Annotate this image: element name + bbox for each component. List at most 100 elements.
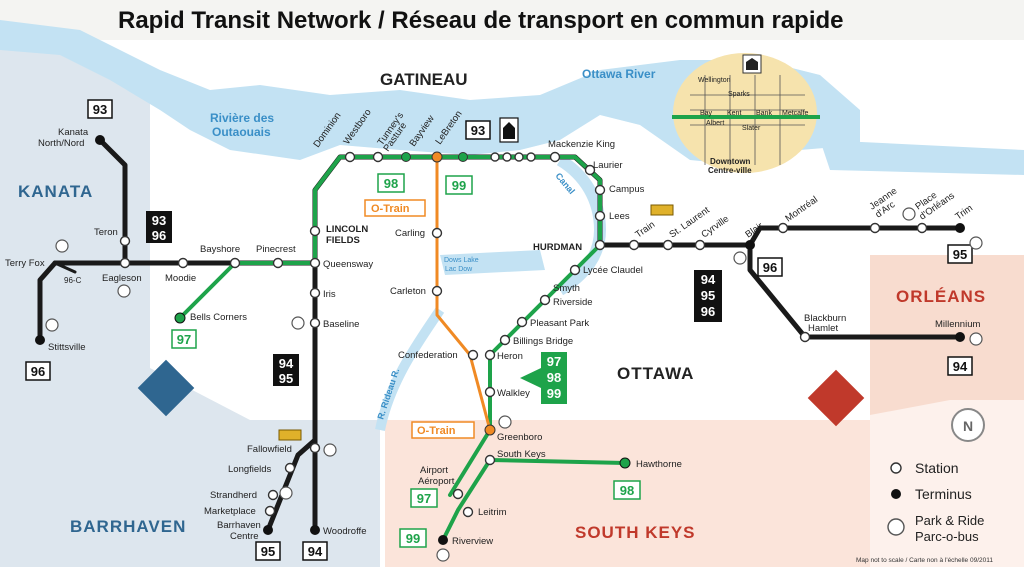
station-mackenzie-king[interactable] (549, 151, 561, 163)
terminus-riverview[interactable] (438, 535, 448, 545)
station-confederation[interactable] (467, 349, 479, 361)
station-leitrim[interactable] (462, 506, 474, 518)
terminus-blair[interactable] (745, 240, 755, 250)
park-ride-icon (45, 318, 59, 332)
label-billings: Billings Bridge (513, 336, 573, 347)
station-hurdman[interactable] (594, 239, 606, 251)
dows-label-1: Dows Lake (444, 257, 479, 264)
station-downtown-4[interactable] (526, 152, 536, 162)
badge-96-blair (757, 257, 783, 277)
station-queensway[interactable] (309, 257, 321, 269)
station-heron[interactable] (484, 349, 496, 361)
legend-station-label: Station (915, 460, 959, 476)
badge-93-kanata-text: 93 (93, 102, 107, 117)
terminus-stittsville[interactable] (35, 335, 45, 345)
terminus-millennium[interactable] (955, 332, 965, 342)
label-mackenzie-king: Mackenzie King (548, 139, 615, 150)
label-riverside: Riverside (553, 297, 593, 308)
station-billings-bridge[interactable] (499, 334, 511, 346)
north-arrow-icon (951, 408, 985, 442)
station-downtown-2[interactable] (502, 152, 512, 162)
badge-95-barrhaven-text: 95 (261, 544, 275, 559)
station-train[interactable] (628, 239, 640, 251)
label-carleton: Carleton (390, 286, 426, 297)
river-east (820, 140, 1024, 175)
badge-97-airport-text: 97 (417, 491, 431, 506)
station-bayview[interactable] (431, 151, 443, 163)
riviere-label-2: Outaouais (212, 125, 271, 139)
station-lycee-claudel[interactable] (569, 264, 581, 276)
station-baseline[interactable] (309, 317, 321, 329)
station-laurier[interactable] (584, 164, 596, 176)
station-jeanne-darc[interactable] (869, 222, 881, 234)
station-marketplace[interactable] (264, 505, 276, 517)
station-cyrville[interactable] (694, 239, 706, 251)
label-iris: Iris (323, 289, 336, 300)
station-smyth[interactable] (539, 294, 551, 306)
station-lebreton[interactable] (458, 152, 468, 162)
station-carleton[interactable] (431, 285, 443, 297)
terminus-barrhaven-centre[interactable] (263, 525, 273, 535)
orleans-label: ORLÉANS (896, 287, 986, 306)
station-tunneys-pasture[interactable] (401, 152, 411, 162)
station-airport[interactable] (452, 488, 464, 500)
station-place-dorleans[interactable] (916, 222, 928, 234)
legend-park-ride-1: Park & Ride (915, 513, 984, 528)
station-westboro[interactable] (372, 151, 384, 163)
station-carling[interactable] (431, 227, 443, 239)
station-south-keys[interactable] (484, 454, 496, 466)
station-fallowfield[interactable] (309, 442, 321, 454)
station-campus[interactable] (594, 184, 606, 196)
station-st-laurent[interactable] (662, 239, 674, 251)
label-barrhaven-centre-2: Centre (230, 531, 259, 542)
station-pinecrest[interactable] (272, 257, 284, 269)
legend-station-icon (890, 462, 902, 474)
train-icon-hurdman (650, 204, 674, 216)
terminus-kanata-north[interactable] (95, 135, 105, 145)
badge-98-hawthorne (613, 480, 641, 500)
centre-ville-label: Centre-ville (708, 166, 752, 175)
park-ride-icon (436, 548, 450, 562)
stations-group (119, 151, 928, 518)
station-blackburn-hamlet[interactable] (799, 331, 811, 343)
wellington-label: Wellington (698, 77, 731, 84)
label-confederation: Confederation (398, 350, 458, 361)
station-lees[interactable] (594, 210, 606, 222)
label-riverview: Riverview (452, 536, 493, 547)
badge-97-bells (171, 329, 197, 349)
terminus-woodroffe[interactable] (310, 525, 320, 535)
station-longfields[interactable] (284, 462, 296, 474)
terminus-bells-corners[interactable] (174, 312, 186, 324)
badge-93-text: 93 (152, 213, 166, 228)
station-teron[interactable] (119, 235, 131, 247)
badge-94-95-96-cyrville (694, 270, 722, 322)
station-eagleson[interactable] (119, 257, 131, 269)
terminus-hawthorne[interactable] (619, 457, 631, 469)
station-downtown-3[interactable] (514, 152, 524, 162)
station-walkley[interactable] (484, 386, 496, 398)
station-moodie[interactable] (177, 257, 189, 269)
gatineau-label: GATINEAU (380, 70, 468, 89)
station-bayshore[interactable] (229, 257, 241, 269)
station-montreal[interactable] (777, 222, 789, 234)
label-bayshore: Bayshore (200, 244, 240, 255)
station-downtown-1[interactable] (490, 152, 500, 162)
termini-group (35, 135, 965, 545)
ottawa-river-label: Ottawa River (582, 67, 656, 81)
station-iris[interactable] (309, 287, 321, 299)
park-ride-icon (969, 332, 983, 346)
station-pleasant-park[interactable] (516, 316, 528, 328)
badge-96-text: 96 (152, 228, 166, 243)
label-south-keys: South Keys (497, 449, 546, 460)
station-dominion[interactable] (344, 151, 356, 163)
terminus-trim[interactable] (955, 223, 965, 233)
badge-98-tunneys (377, 173, 405, 193)
station-lincoln-fields[interactable] (309, 225, 321, 237)
station-greenboro[interactable] (484, 424, 496, 436)
label-pleasant-park: Pleasant Park (530, 318, 589, 329)
dows-label-2: Lac Dow (445, 266, 473, 273)
label-queensway: Queensway (323, 259, 373, 270)
badge-94-text: 94 (279, 356, 294, 371)
badge-93-96-teron (146, 211, 172, 243)
station-strandherd[interactable] (267, 489, 279, 501)
